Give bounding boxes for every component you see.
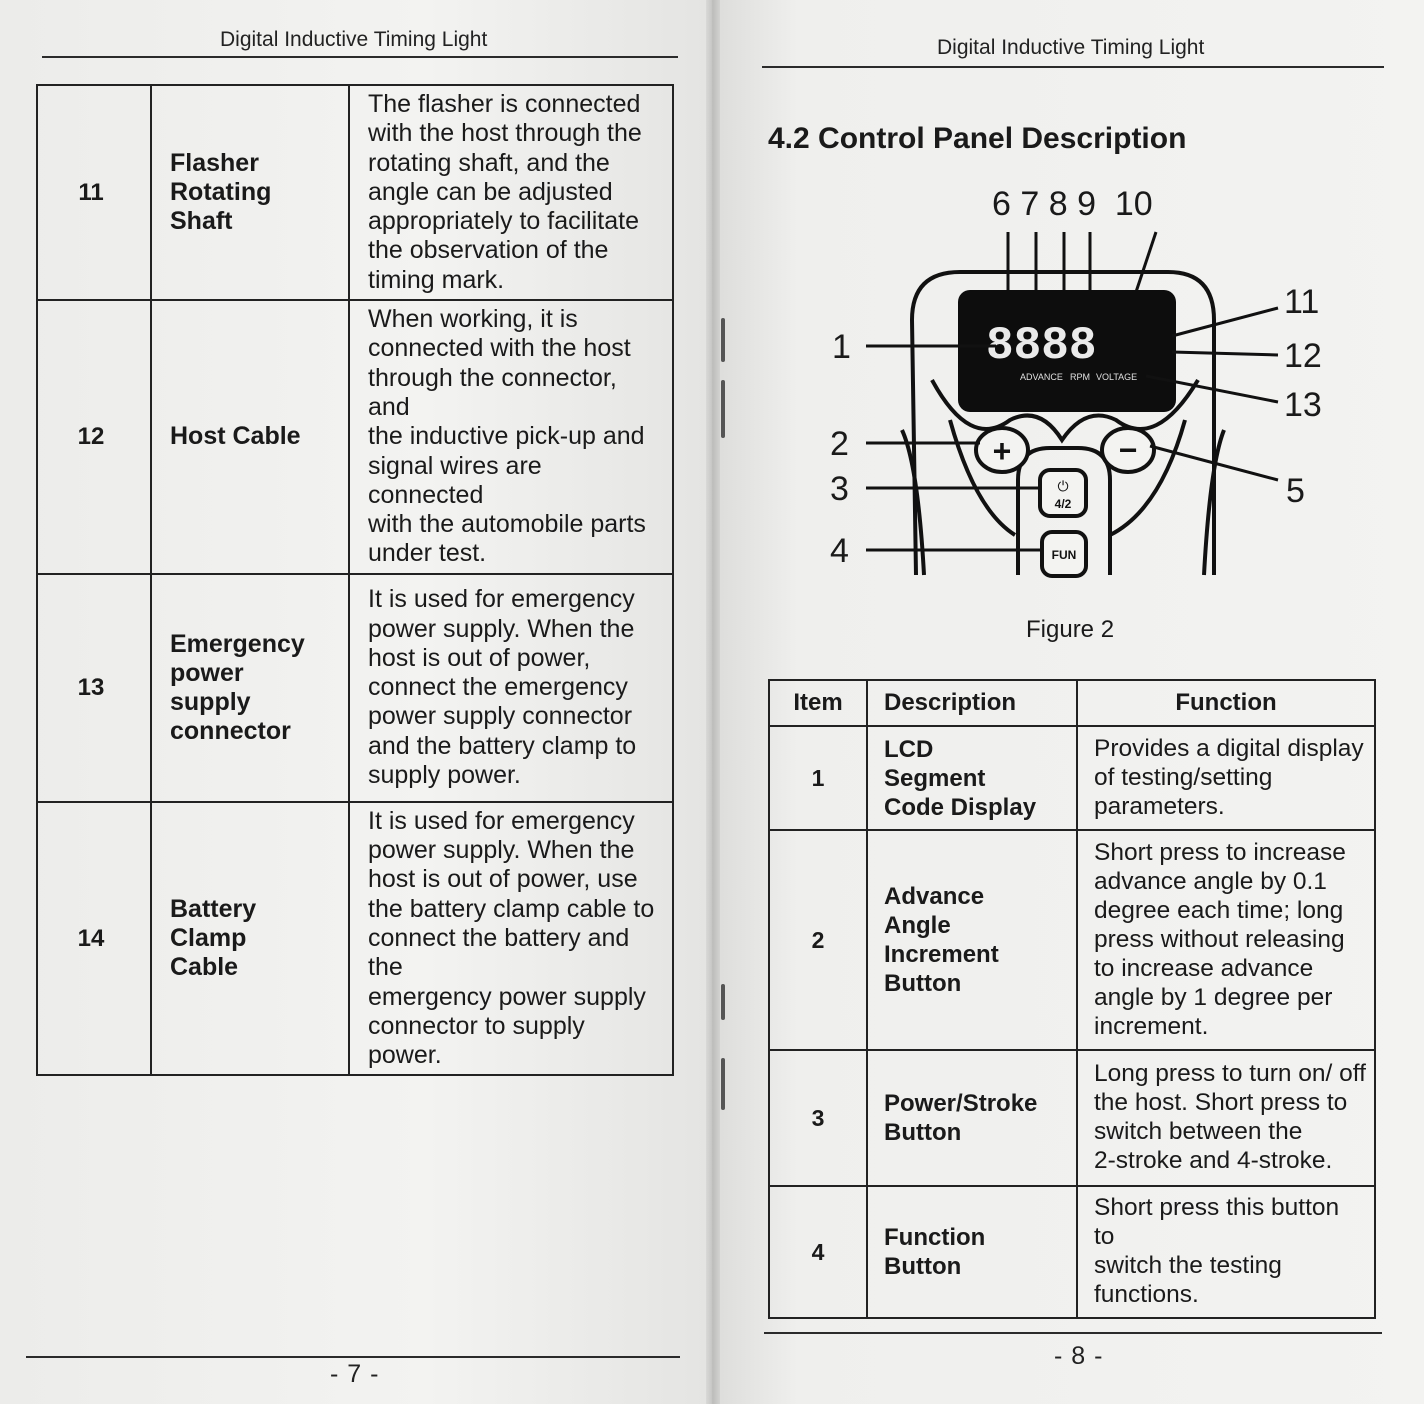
lcd-indicator-rpm: RPM — [1070, 372, 1090, 382]
right-footer-rule — [764, 1332, 1382, 1334]
lcd-screen — [958, 290, 1176, 412]
left-leader-lines — [866, 344, 1042, 552]
decrement-button[interactable]: − — [1100, 426, 1156, 474]
device-body-outline — [900, 270, 1226, 576]
callout-4: 4 — [830, 532, 849, 570]
plus-icon: + — [993, 433, 1012, 469]
callout-11: 11 — [1284, 283, 1319, 321]
lcd-indicator-advance: ADVANCE — [1020, 372, 1063, 382]
power-stroke-button[interactable]: ⏻ 4/2 — [1038, 468, 1088, 518]
column-header-item: Item — [768, 679, 868, 727]
left-page-header: Digital Inductive Timing Light — [220, 28, 488, 51]
item-number: 3 — [768, 1049, 868, 1187]
advance-increment-button[interactable]: + — [974, 426, 1030, 474]
staple-bottom — [721, 984, 725, 1020]
lcd-digits: 8888 — [986, 320, 1096, 372]
item-number: 14 — [36, 800, 152, 1077]
item-number: 12 — [36, 299, 152, 575]
figure-caption: Figure 2 — [1026, 616, 1115, 643]
right-header-rule — [762, 66, 1384, 68]
callout-top-numbers: 6 7 8 9 10 — [992, 185, 1153, 223]
item-number: 1 — [768, 725, 868, 831]
page-number-8: - 8 - — [1054, 1342, 1104, 1370]
callout-5: 5 — [1286, 472, 1305, 510]
book-spine — [706, 0, 720, 1404]
staple-bottom-lower — [721, 1058, 725, 1110]
staple-top — [721, 318, 725, 362]
section-title: 4.2 Control Panel Description — [768, 122, 1187, 155]
left-footer-rule — [26, 1356, 680, 1358]
table-header-row: Item Description Function — [768, 679, 1376, 727]
page-number-7: - 7 - — [330, 1360, 380, 1388]
power-button-label: 4/2 — [1055, 497, 1072, 511]
power-icon: ⏻ — [1057, 478, 1068, 494]
column-header-description: Description — [866, 679, 1078, 727]
right-page-header: Digital Inductive Timing Light — [937, 36, 1205, 59]
callout-2: 2 — [830, 425, 849, 463]
column-header-function: Function — [1076, 679, 1376, 727]
component-name: Host Cable — [150, 299, 350, 575]
left-header-rule — [42, 56, 678, 58]
control-panel-figure: 6 7 8 9 10 8888 ADVANCE RPM VOLTAGE + − … — [830, 185, 1322, 578]
item-number: 11 — [36, 83, 152, 302]
minus-icon: − — [1119, 432, 1138, 468]
staple-top-lower — [721, 380, 725, 438]
function-button[interactable]: FUN — [1040, 530, 1088, 578]
callout-12: 12 — [1284, 337, 1322, 375]
item-number: 13 — [36, 572, 152, 803]
callout-13: 13 — [1284, 386, 1322, 424]
callout-3: 3 — [830, 470, 849, 508]
right-leader-lines — [1145, 306, 1279, 482]
fun-button-label: FUN — [1052, 548, 1077, 562]
item-number: 2 — [768, 829, 868, 1051]
item-number: 4 — [768, 1185, 868, 1319]
callout-1: 1 — [832, 328, 851, 366]
lcd-indicator-voltage: VOLTAGE — [1096, 372, 1137, 382]
